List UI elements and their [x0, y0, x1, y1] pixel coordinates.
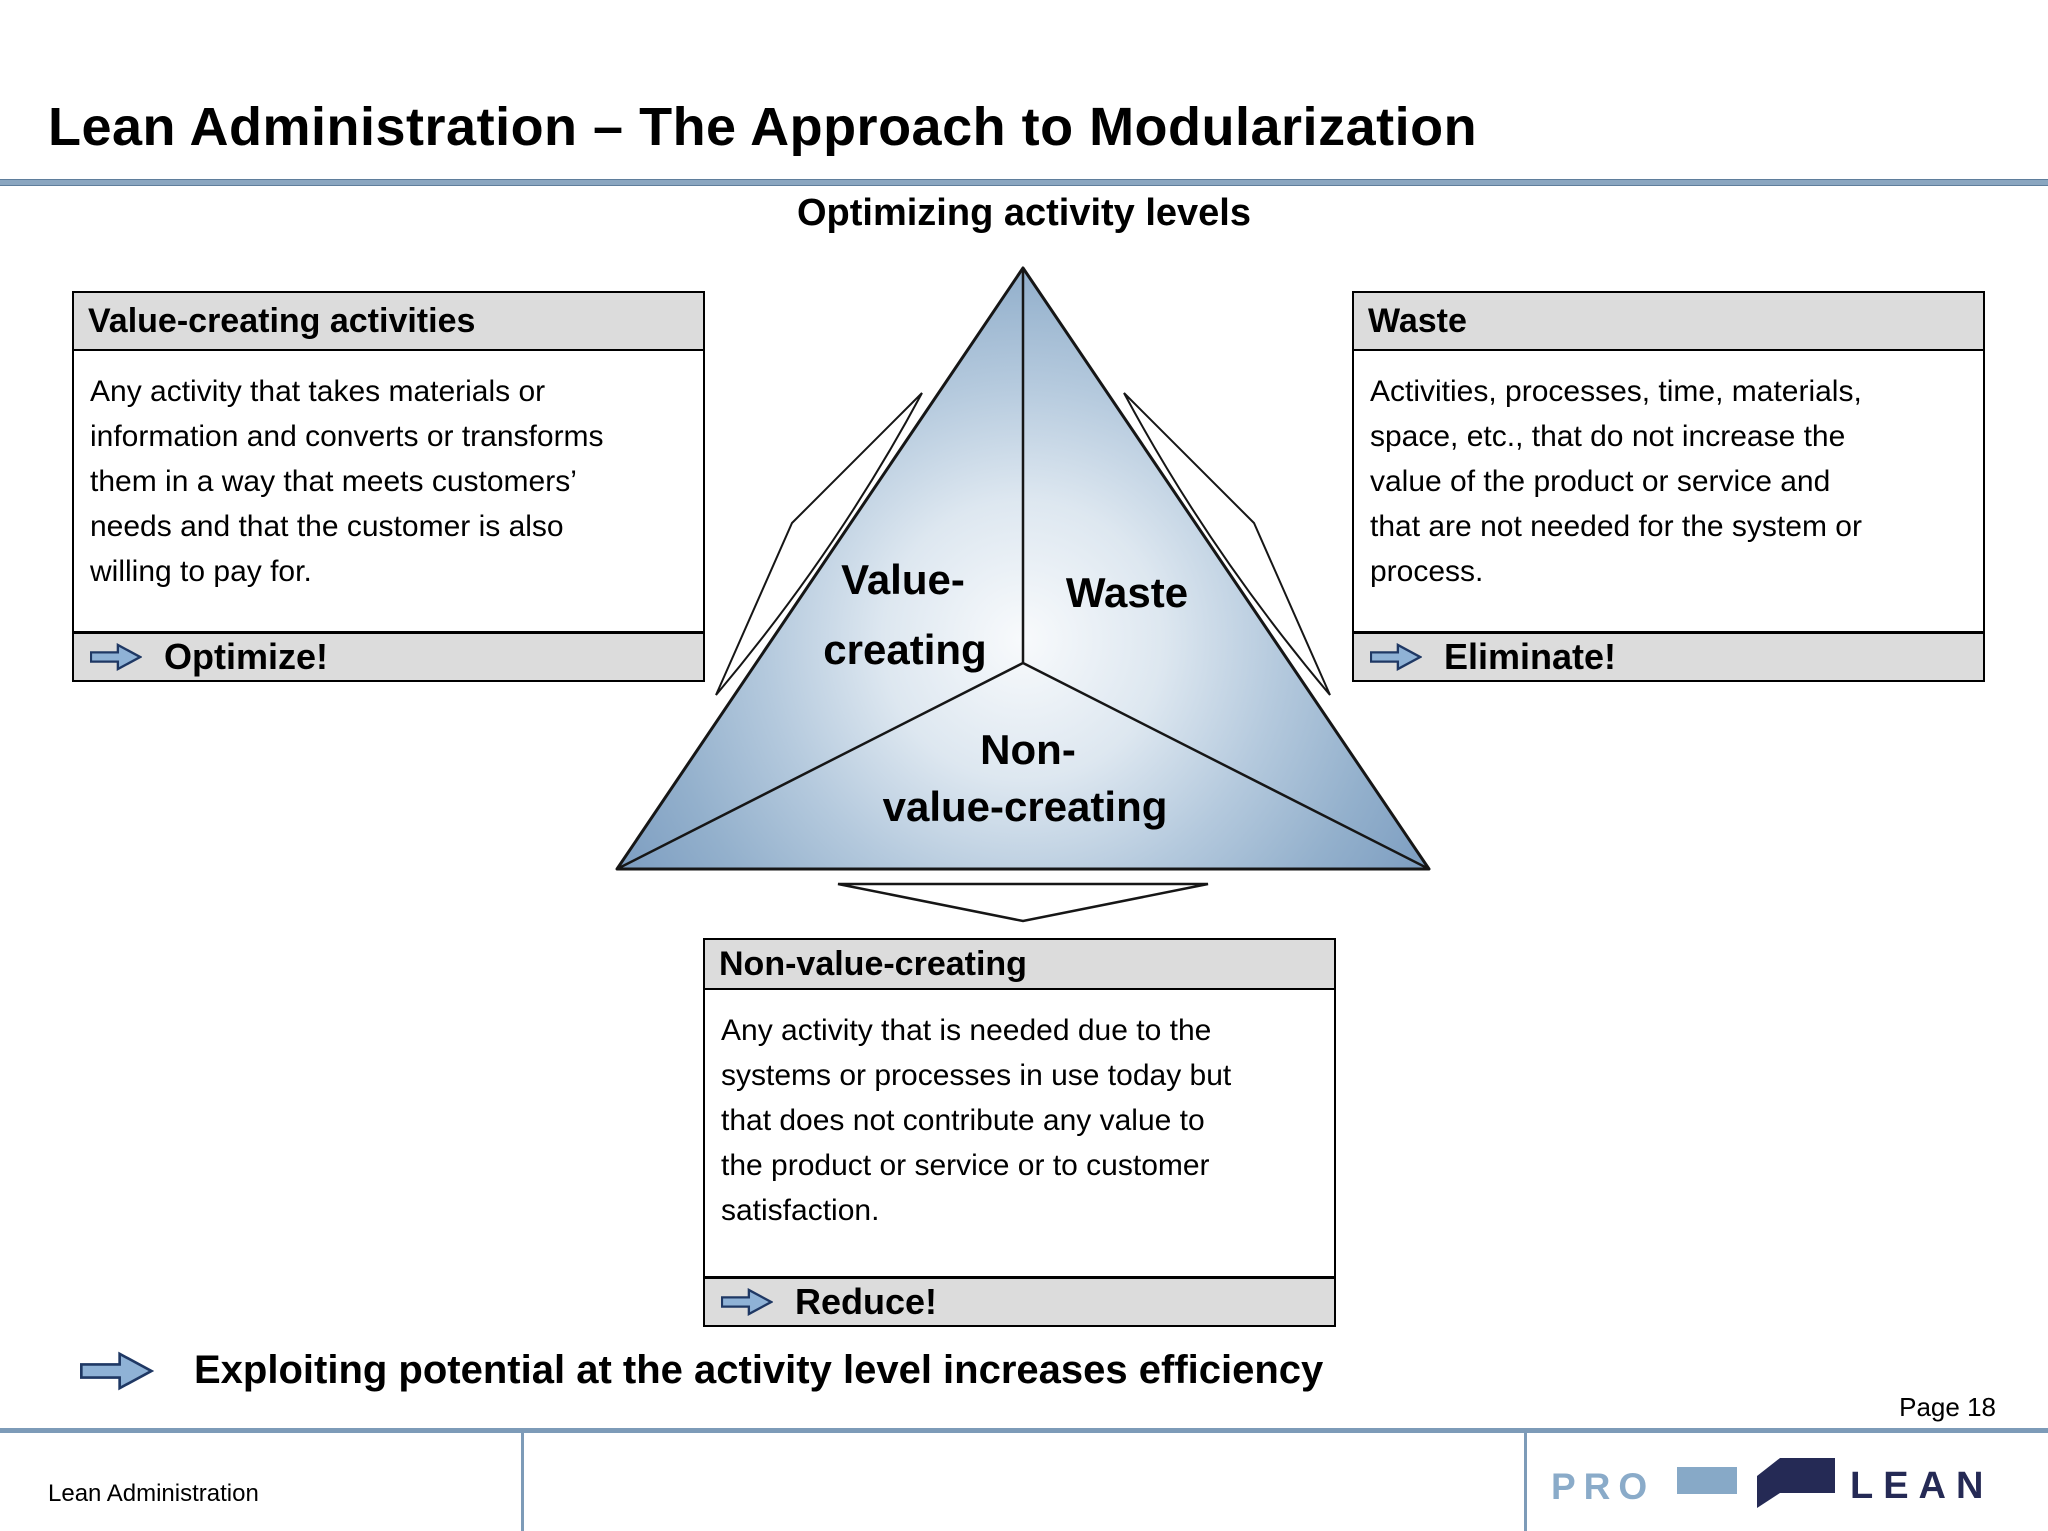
title-divider [0, 179, 2048, 186]
page-number: Page 18 [1899, 1392, 1996, 1422]
waste-box-body: Activities, processes, time, materials, … [1354, 351, 1983, 631]
diagram-subtitle: Optimizing activity levels [796, 192, 1252, 234]
waste-action-label: Eliminate! [1444, 636, 1617, 677]
facet-label-waste: Waste [1066, 569, 1188, 616]
non-value-creating-box-body: Any activity that is needed due to the s… [705, 990, 1334, 1276]
waste-action-row: Eliminate! [1354, 631, 1983, 680]
prolean-logo: PRO LEAN [1551, 1452, 2011, 1522]
logo-pro-text: PRO [1551, 1466, 1656, 1507]
body-line: process. [1370, 555, 1484, 588]
body-line: that are not needed for the system or [1370, 510, 1862, 543]
body-line: Any activity that is needed due to the [721, 1014, 1212, 1047]
value-creating-box-body: Any activity that takes materials or inf… [74, 351, 703, 631]
right-arrow-icon [90, 643, 142, 671]
value-creating-box: Value-creating activities Any activity t… [72, 291, 705, 682]
non-value-creating-action-row: Reduce! [705, 1276, 1334, 1325]
pyramid-facet-edges [616, 268, 1430, 871]
takeaway-text: Exploiting potential at the activity lev… [194, 1348, 1324, 1392]
footer-deck-title: Lean Administration [48, 1480, 259, 1507]
body-line: Activities, processes, time, materials, [1370, 375, 1862, 408]
body-line: that does not contribute any value to [721, 1104, 1205, 1137]
non-value-creating-box: Non-value-creating Any activity that is … [703, 938, 1336, 1327]
body-line: needs and that the customer is also [90, 510, 564, 543]
body-line: Any activity that takes materials or [90, 375, 546, 408]
facet-label-value-creating-2: creating [823, 626, 986, 673]
left-swoosh-arrow [715, 392, 923, 696]
body-line: space, etc., that do not increase the [1370, 420, 1846, 453]
body-line: willing to pay for. [90, 555, 312, 588]
non-value-creating-box-header: Non-value-creating [705, 940, 1334, 990]
right-swoosh-arrow [1123, 392, 1331, 696]
right-arrow-icon [721, 1288, 773, 1316]
logo-square-icon [1677, 1467, 1737, 1494]
page-title: Lean Administration – The Approach to Mo… [48, 97, 1478, 157]
body-line: satisfaction. [721, 1194, 880, 1227]
logo-banner-icon [1757, 1458, 1835, 1508]
facet-label-non-value-1: Non- [980, 726, 1076, 773]
down-chevron-icon [837, 882, 1209, 923]
body-line: information and converts or transforms [90, 420, 604, 453]
logo-lean-text: LEAN [1850, 1465, 1994, 1507]
body-line: value of the product or service and [1370, 465, 1831, 498]
right-arrow-icon [80, 1351, 154, 1390]
facet-label-value-creating-1: Value- [841, 556, 965, 603]
value-creating-action-row: Optimize! [74, 631, 703, 680]
footer-vertical-divider-right [1524, 1433, 1527, 1531]
right-arrow-icon [1370, 643, 1422, 671]
footer-vertical-divider-left [521, 1433, 524, 1531]
value-creating-box-header: Value-creating activities [74, 293, 703, 351]
body-line: them in a way that meets customers’ [90, 465, 577, 498]
pyramid-diagram: Value- creating Waste Non- value-creatin… [615, 266, 1431, 923]
body-line: systems or processes in use today but [721, 1059, 1232, 1092]
waste-box: Waste Activities, processes, time, mater… [1352, 291, 1985, 682]
waste-box-header: Waste [1354, 293, 1983, 351]
facet-label-non-value-2: value-creating [883, 783, 1168, 830]
footer-divider [0, 1428, 2048, 1433]
non-value-creating-action-label: Reduce! [795, 1281, 938, 1322]
body-line: the product or service or to customer [721, 1149, 1210, 1182]
value-creating-action-label: Optimize! [164, 636, 329, 677]
takeaway-row: Exploiting potential at the activity lev… [80, 1348, 1323, 1393]
